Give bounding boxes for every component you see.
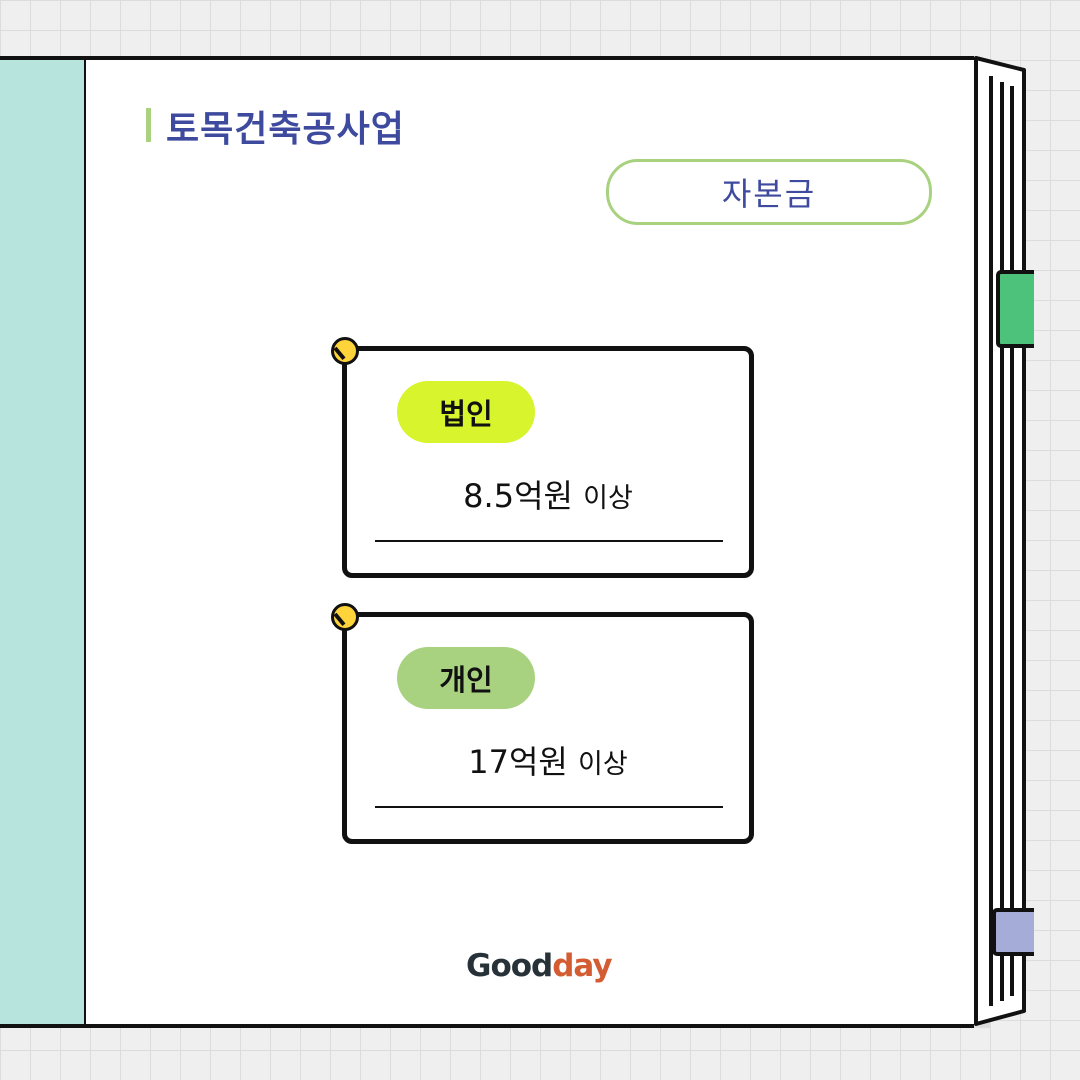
book-spine [0, 56, 88, 1028]
individual-amount-suffix: 이상 [578, 749, 628, 780]
corporate-amount-suffix: 이상 [583, 483, 633, 514]
green-tab[interactable] [996, 270, 1034, 348]
pin-icon [331, 337, 359, 365]
logo-part-day: day [552, 948, 612, 984]
lavender-tab[interactable] [992, 908, 1034, 956]
page-edges [974, 56, 1034, 1026]
page-title: 토목건축공사업 [166, 109, 405, 150]
corporate-tag: 법인 [397, 381, 535, 443]
divider [375, 540, 723, 542]
individual-amount-value: 17억원 [468, 743, 568, 781]
individual-tag: 개인 [397, 647, 535, 709]
individual-card: 개인 17억원 이상 [331, 603, 754, 844]
logo-part-good: Good [466, 948, 553, 984]
corporate-amount: 8.5억원 이상 [347, 471, 749, 517]
corporate-card: 법인 8.5억원 이상 [331, 337, 754, 578]
title-accent-bar [146, 108, 151, 142]
divider [375, 806, 723, 808]
capital-badge: 자본금 [606, 159, 932, 225]
pin-icon [331, 603, 359, 631]
corporate-amount-value: 8.5억원 [463, 477, 573, 515]
goodday-logo: Goodday [466, 948, 613, 984]
individual-amount: 17억원 이상 [347, 737, 749, 783]
